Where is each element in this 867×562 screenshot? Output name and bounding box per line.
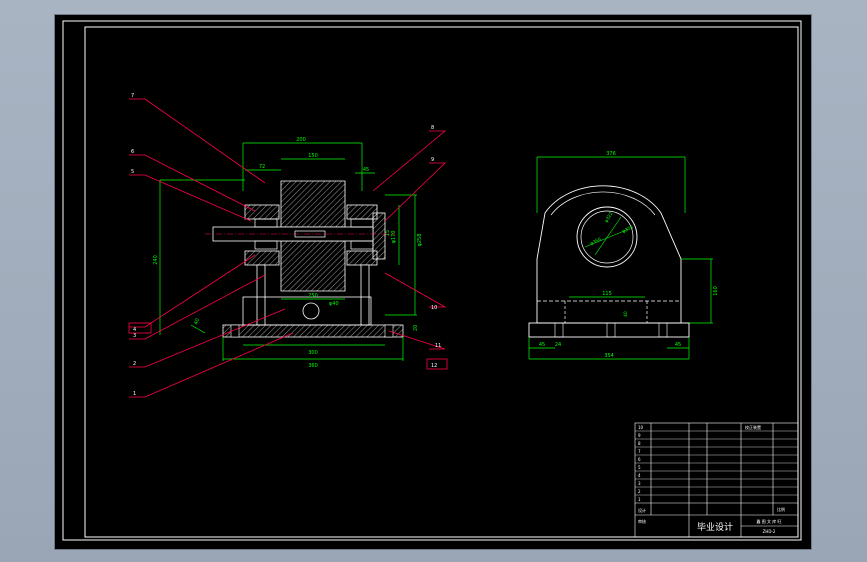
base-plate — [222, 324, 404, 338]
tb-scale-label: 比例 — [777, 506, 785, 512]
side-dim-354: 354 — [604, 353, 614, 359]
dim-250: 250 — [308, 293, 318, 299]
side-dim-24: 24 — [555, 342, 561, 348]
side-bore-outer — [576, 206, 638, 268]
drum-lower — [280, 240, 346, 292]
callout-4: 4 — [133, 327, 136, 333]
side-dim-376: 376 — [606, 151, 616, 157]
side-dim-160: 160 — [713, 286, 719, 296]
tb-row-2: 2 — [638, 489, 641, 494]
callout-11: 11 — [435, 343, 441, 349]
tb-row-3: 3 — [638, 481, 641, 486]
dim-300: 300 — [308, 350, 318, 356]
side-dim-phi3: φ376 — [621, 224, 634, 234]
tb-row-9: 9 — [638, 433, 641, 438]
tb-row-5: 5 — [638, 465, 641, 470]
tb-title: 校正装置 — [745, 424, 761, 430]
side-body — [536, 185, 682, 324]
tb-code: ZHD-2 — [763, 529, 776, 534]
tb-row-10: 10 — [638, 425, 644, 430]
tb-drawn: 设计 — [638, 507, 646, 513]
dim-45: 45 — [363, 167, 369, 173]
outer-frame — [62, 20, 802, 541]
dim-top-width: 200 — [296, 137, 306, 143]
dim-72: 72 — [259, 164, 265, 170]
tb-row-4: 4 — [638, 473, 641, 478]
tb-checked: 审核 — [638, 518, 646, 524]
bolt-hole — [302, 302, 320, 320]
side-bore-inner — [580, 210, 634, 264]
right-leg — [360, 264, 370, 326]
callout-7: 7 — [131, 93, 134, 99]
side-dim-115: 115 — [602, 291, 612, 297]
dim-360: 360 — [308, 363, 318, 369]
side-dim-phi1: φ322 — [604, 211, 615, 224]
right-end-cap — [372, 212, 386, 260]
inner-frame — [84, 26, 799, 538]
right-flange — [346, 204, 378, 220]
side-dim-45-right: 45 — [675, 342, 681, 348]
cad-viewport[interactable]: 200 150 72 45 240 φ258 φ170 15 — [55, 15, 811, 549]
side-view: 376 φ322 φ356 φ376 115 40 160 45 24 — [528, 151, 719, 360]
tb-row-1: 1 — [638, 497, 641, 502]
cad-drawing: 200 150 72 45 240 φ258 φ170 15 — [62, 20, 802, 541]
dim-15: 15 — [385, 230, 391, 236]
dim-right-20: 20 — [413, 325, 419, 331]
callout-1: 1 — [133, 391, 136, 397]
left-leg — [256, 264, 266, 326]
tb-main-title: 毕业设计 — [697, 521, 733, 533]
dim-left-40: 40 — [193, 318, 201, 326]
side-dim-phi2: φ356 — [589, 236, 602, 246]
side-base — [528, 322, 690, 338]
callout-2: 2 — [133, 361, 136, 367]
side-dim-45-left: 45 — [539, 342, 545, 348]
callout-8: 8 — [431, 125, 434, 131]
dim-phi258: φ258 — [417, 234, 423, 247]
front-view: 200 150 72 45 240 φ258 φ170 15 — [128, 93, 448, 398]
callout-10: 10 — [431, 305, 437, 311]
side-dim-40: 40 — [623, 311, 629, 317]
dim-150: 150 — [308, 153, 318, 159]
left-flange — [244, 204, 280, 220]
dim-240: 240 — [153, 255, 159, 265]
tb-row-8: 8 — [638, 441, 641, 446]
callout-12: 12 — [431, 363, 437, 369]
dim-phi40: φ40 — [329, 301, 339, 307]
tb-row-7: 7 — [638, 449, 641, 454]
callout-5: 5 — [131, 169, 134, 175]
tb-school: 鑫 图 文 库 旺 — [756, 518, 781, 524]
title-block — [634, 422, 799, 538]
drum-upper — [280, 180, 346, 228]
callout-6: 6 — [131, 149, 134, 155]
callout-9: 9 — [431, 157, 434, 163]
callout-3: 3 — [133, 333, 136, 339]
shaft-key — [294, 230, 326, 238]
tb-row-6: 6 — [638, 457, 641, 462]
dim-phi170: φ170 — [391, 231, 397, 244]
right-flange-low — [346, 250, 378, 266]
